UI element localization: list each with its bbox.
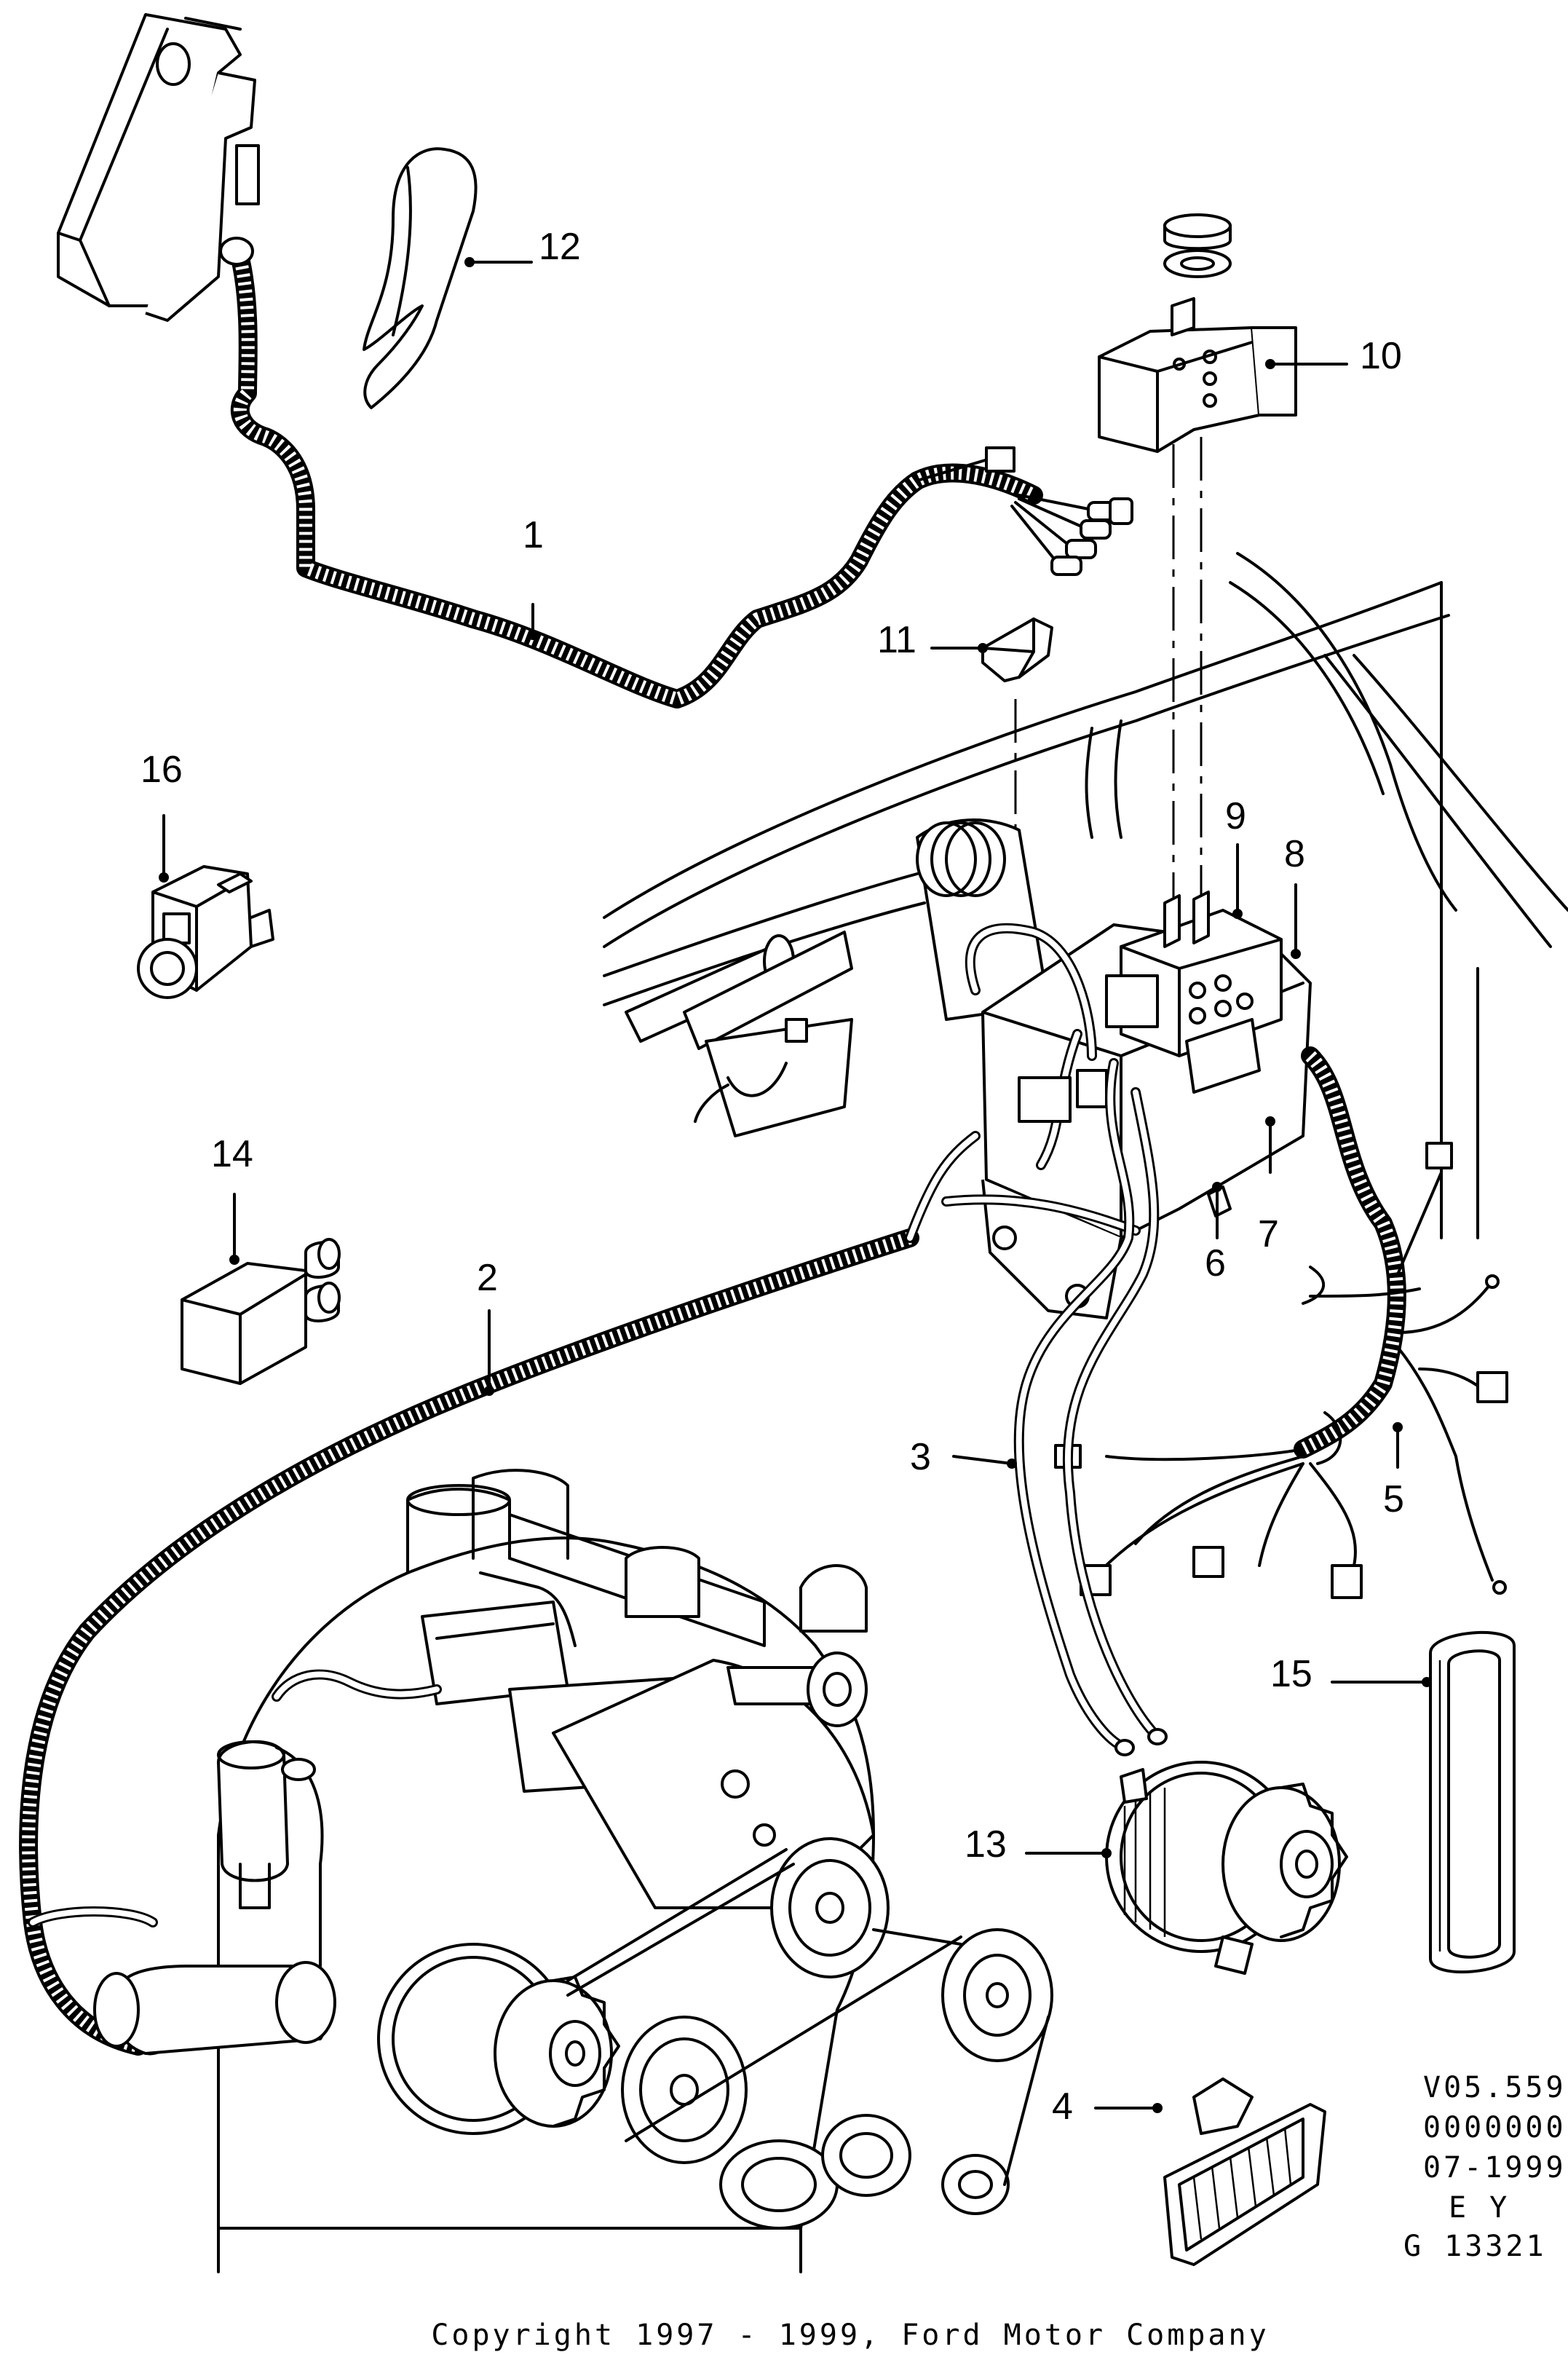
harness-2 (19, 1131, 1141, 2056)
callout-9: 9 (1225, 795, 1246, 837)
callout-11: 11 (877, 619, 916, 661)
part-relay-14 (181, 1238, 341, 1385)
part-clip-11 (981, 617, 1053, 682)
callout-15: 15 (1270, 1653, 1312, 1695)
central-junction-box (965, 891, 1312, 1319)
vehicle-body-outline (603, 552, 1568, 1239)
reference-block: V05.559 0000000 07-1999 E Y G 13321 0 (1403, 2071, 1568, 2263)
ref-line-4: E Y (1449, 2191, 1510, 2225)
part-relay-10 (1098, 213, 1297, 453)
ref-line-3: 07-1999 (1423, 2151, 1567, 2185)
callout-7: 7 (1258, 1213, 1279, 1255)
part-belt-15 (1429, 1630, 1516, 1974)
callout-6: 6 (1205, 1242, 1226, 1284)
callout-4: 4 (1052, 2085, 1073, 2128)
part-pad-4 (1163, 2077, 1326, 2266)
engine-bay-hoses (625, 818, 1050, 1137)
callout-2: 2 (477, 1257, 498, 1299)
ref-line-5: G 13321 0 (1403, 2230, 1568, 2263)
callout-16: 16 (140, 749, 183, 791)
harness-5 (1054, 1046, 1508, 1599)
part-control-module (57, 13, 260, 322)
part-sensor-16 (137, 865, 274, 999)
callout-labels: 1 2 3 4 5 6 7 8 9 10 11 12 13 14 15 16 (140, 226, 1404, 2128)
callout-12: 12 (539, 226, 581, 268)
callout-10: 10 (1360, 335, 1402, 377)
callout-14: 14 (211, 1133, 253, 1175)
ref-line-2: 0000000 (1423, 2111, 1567, 2144)
cable-3 (1013, 1058, 1168, 1756)
part-alternator-13 (1105, 1761, 1348, 1975)
callout-13: 13 (965, 1823, 1007, 1866)
callout-8: 8 (1284, 833, 1305, 875)
callout-5: 5 (1383, 1478, 1404, 1520)
ref-line-1: V05.559 (1423, 2071, 1567, 2104)
callout-1: 1 (523, 514, 544, 556)
callout-3: 3 (910, 1436, 931, 1478)
part-sleeve (363, 147, 478, 409)
callout-leaders (159, 257, 1432, 2113)
copyright-notice: Copyright 1997 - 1999, Ford Motor Compan… (431, 2318, 1269, 2352)
engine-assembly (93, 1469, 1053, 2273)
harness-1 (219, 237, 1133, 709)
